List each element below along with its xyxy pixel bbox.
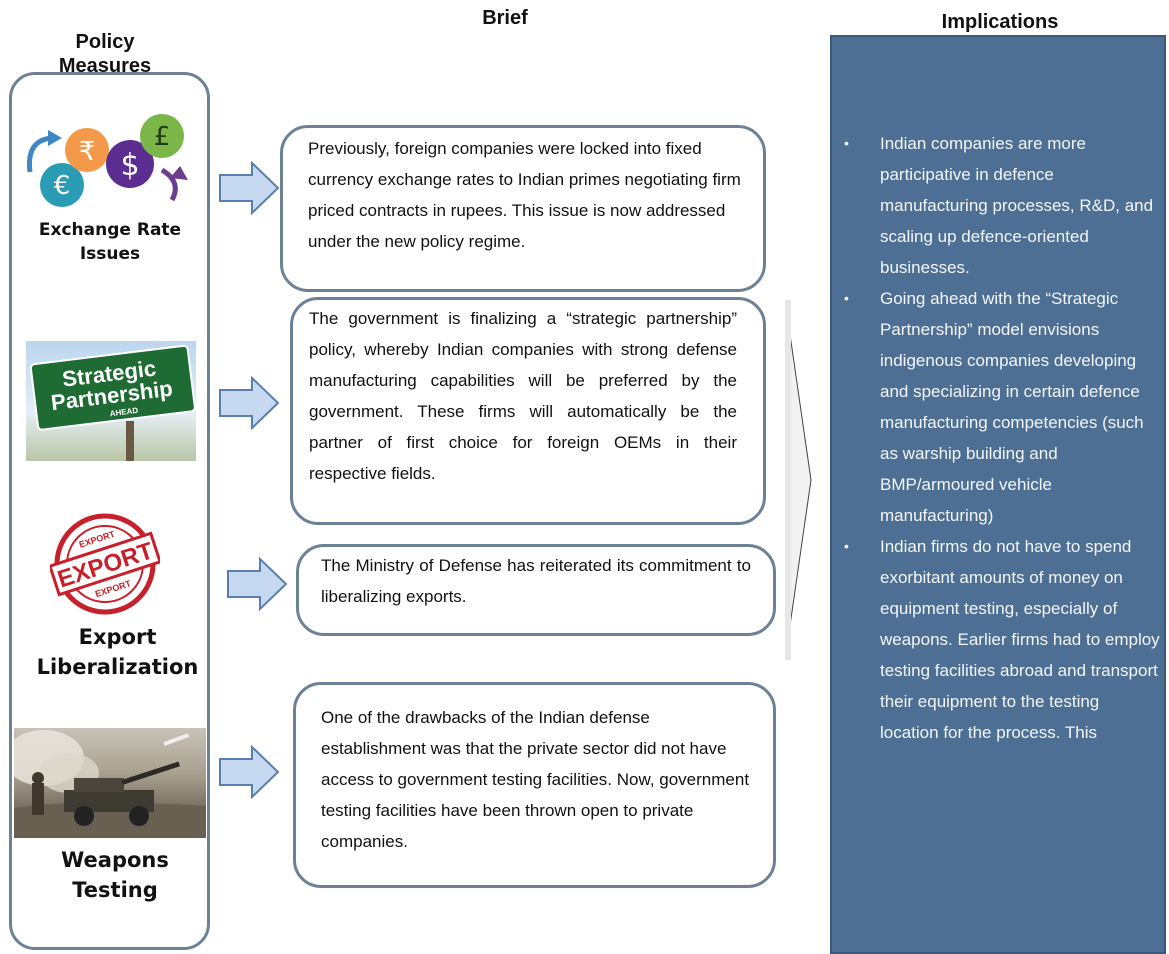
- policy-measures-panel: [9, 72, 210, 950]
- bullet-icon: •: [844, 538, 849, 554]
- bullet-icon: •: [844, 135, 849, 151]
- rupee-symbol: ₹: [79, 137, 96, 167]
- brief-exchange-rate-text: Previously, foreign companies were locke…: [308, 139, 741, 251]
- brief-strategic-partnership: The government is finalizing a “strategi…: [290, 297, 766, 525]
- euro-symbol: €: [54, 171, 71, 201]
- chevron-bracket-icon: [785, 300, 812, 660]
- implication-item: • Indian companies are more participativ…: [840, 128, 1160, 283]
- exchange-rate-label: Exchange Rate Issues: [30, 218, 190, 266]
- arrow-right-icon: [219, 376, 280, 430]
- arrow-right-icon: [219, 745, 280, 799]
- pound-symbol: £: [154, 122, 171, 152]
- weapons-testing-label: Weapons Testing: [25, 845, 205, 905]
- implications-panel: • Indian companies are more participativ…: [830, 35, 1166, 954]
- brief-header: Brief: [482, 7, 528, 29]
- arrow-right-icon: [227, 557, 288, 611]
- brief-exchange-rate: Previously, foreign companies were locke…: [280, 125, 766, 292]
- policy-measures-header: Policy Measures: [40, 6, 170, 102]
- policy-measures-header-line: Policy Measures: [58, 31, 152, 77]
- sign-line-ahead: AHEAD: [109, 406, 139, 418]
- brief-weapons-testing-text: One of the drawbacks of the Indian defen…: [321, 708, 750, 851]
- brief-strategic-partnership-text: The government is finalizing a “strategi…: [309, 309, 737, 483]
- brief-weapons-testing: One of the drawbacks of the Indian defen…: [293, 682, 776, 888]
- implication-text: Going ahead with the “Strategic Partners…: [880, 289, 1144, 525]
- implications-header: Implications: [941, 11, 1059, 33]
- implication-text: Indian companies are more participative …: [880, 134, 1154, 277]
- implication-item: • Going ahead with the “Strategic Partne…: [840, 283, 1160, 531]
- bullet-icon: •: [844, 290, 849, 306]
- arrow-right-icon: [219, 161, 280, 215]
- strategic-partnership-sign-image: Strategic Partnership AHEAD: [26, 341, 196, 461]
- weapons-testing-label-text: Weapons Testing: [61, 848, 169, 902]
- brief-export-liberalization-text: The Ministry of Defense has reiterated i…: [321, 556, 751, 606]
- export-stamp-image: EXPORT EXPORT EXPORT: [50, 507, 160, 621]
- export-liberalization-label: Export Liberalization: [25, 622, 210, 682]
- weapons-testing-image: [14, 728, 206, 838]
- brief-export-liberalization: The Ministry of Defense has reiterated i…: [296, 544, 776, 636]
- implication-text: Indian firms do not have to spend exorbi…: [880, 537, 1160, 742]
- implication-item: • Indian firms do not have to spend exor…: [840, 531, 1160, 748]
- implications-list: • Indian companies are more participativ…: [840, 128, 1160, 748]
- exchange-rate-label-text: Exchange Rate Issues: [38, 220, 182, 264]
- currency-icon: € ₹ $ £: [22, 110, 198, 214]
- dollar-symbol: $: [120, 148, 139, 183]
- export-liberalization-label-text: Export Liberalization: [36, 625, 199, 679]
